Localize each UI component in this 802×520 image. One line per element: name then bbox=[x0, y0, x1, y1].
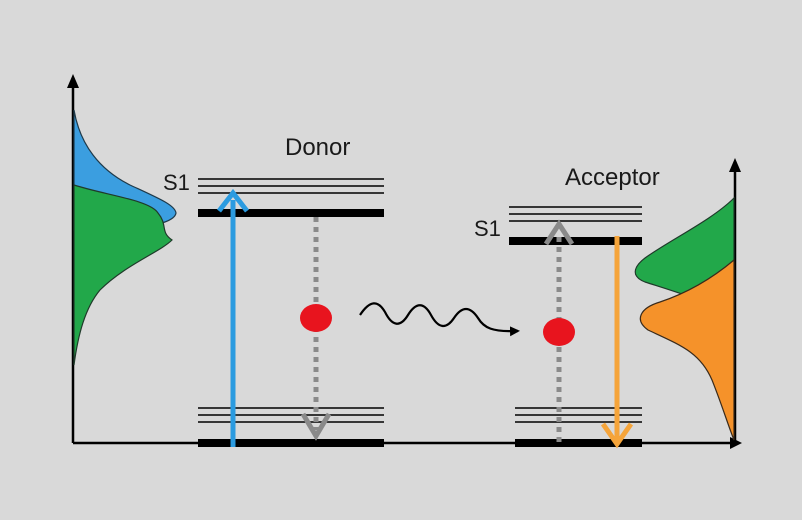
energy-transfer-arrow bbox=[359, 302, 520, 337]
acceptor-emission-arrowhead bbox=[600, 422, 634, 449]
acceptor-emission-spectrum bbox=[639, 258, 735, 441]
donor-s1-label: S1 bbox=[163, 170, 190, 195]
acceptor-s1-label: S1 bbox=[474, 216, 501, 241]
acceptor-electron bbox=[543, 318, 575, 346]
acceptor-excitation-arrowhead bbox=[543, 219, 575, 246]
donor-label: Donor bbox=[285, 134, 351, 161]
donor-emission-spectrum bbox=[73, 184, 173, 366]
donor-nonradiative-arrowhead bbox=[300, 412, 332, 441]
left-y-axis-arrowhead bbox=[67, 74, 79, 88]
right-y-axis-arrowhead bbox=[729, 158, 741, 172]
acceptor-label: Acceptor bbox=[565, 164, 660, 191]
donor-electron bbox=[300, 304, 332, 332]
donor-absorption-arrowhead bbox=[217, 188, 249, 213]
